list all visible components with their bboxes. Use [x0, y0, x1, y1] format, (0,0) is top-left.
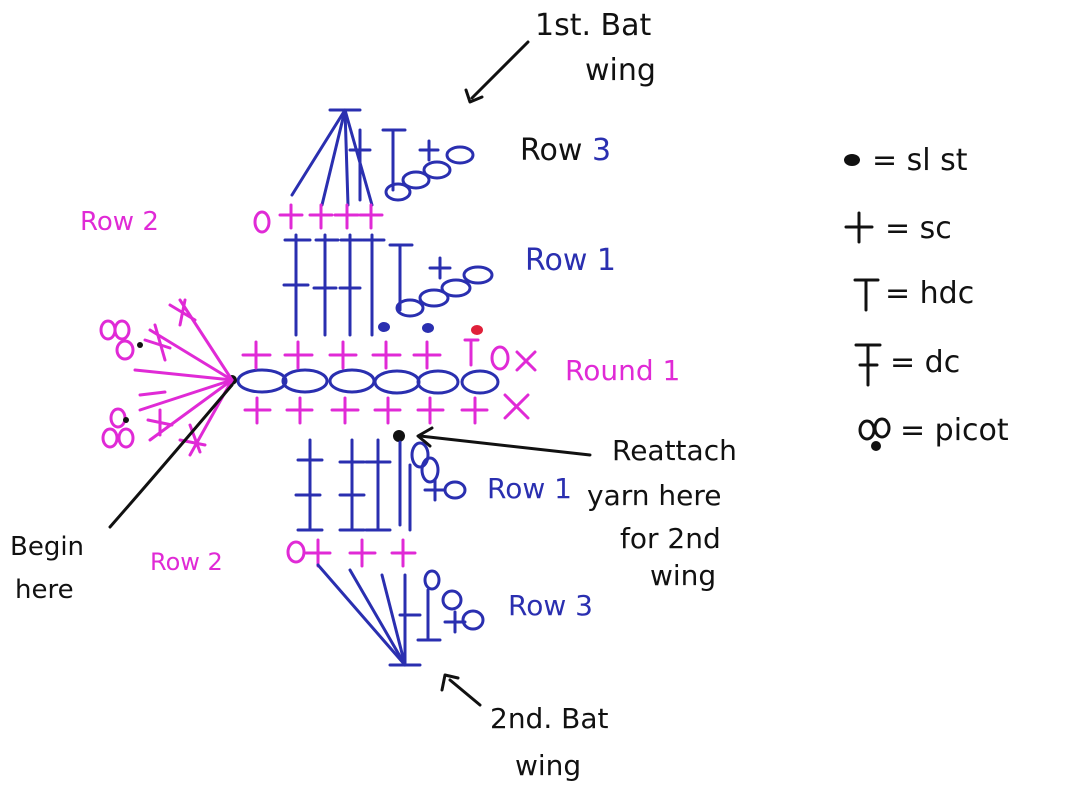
second-wing-line1: 2nd. Bat: [490, 702, 609, 735]
round-1: [99, 298, 537, 457]
legend-dc-text: = dc: [890, 345, 960, 380]
row3-bottom-label: Row 3: [508, 589, 593, 622]
row2-bottom-label: Row 2: [150, 548, 223, 576]
reattach-line2: yarn here: [587, 479, 722, 512]
first-wing-label-line1: 1st. Bat: [535, 8, 652, 43]
legend-sc: = sc: [844, 211, 952, 246]
sc-symbol-icon: [844, 211, 874, 244]
legend-dc: = dc: [854, 343, 960, 387]
dc-symbol-icon: [854, 343, 882, 387]
begin-line2: here: [15, 575, 74, 605]
legend-sl-st-text: = sl st: [872, 143, 968, 178]
picot-symbol-icon: [858, 417, 891, 441]
legend-hdc: = hdc: [853, 276, 974, 312]
reattach-line1: Reattach: [612, 434, 737, 467]
row1-bottom-label: Row 1: [487, 472, 572, 505]
second-wing-annotation: 2nd. Bat wing: [440, 673, 609, 782]
first-wing-annotation: 1st. Bat wing: [464, 8, 656, 104]
begin-annotation: Begin here: [10, 383, 234, 605]
lower-wing: [286, 430, 485, 667]
first-wing-arrow: [470, 40, 530, 100]
legend-picot-text: = picot: [900, 413, 1009, 448]
legend-hdc-text: = hdc: [885, 276, 974, 311]
row2-top-label: Row 2: [80, 207, 159, 237]
hdc-symbol-icon: [853, 278, 880, 312]
sl-st-symbol-icon: [844, 154, 860, 166]
reattach-line4: wing: [650, 559, 716, 592]
row3-top-label: Row 3: [520, 133, 611, 168]
legend-sc-text: = sc: [885, 211, 952, 246]
legend-picot: = picot: [858, 413, 1009, 451]
second-wing-line2: wing: [515, 749, 581, 782]
legend: = sl st = sc = hdc = dc = picot: [844, 143, 1009, 451]
reattach-annotation: Reattach yarn here for 2nd wing: [416, 426, 737, 592]
round1-label: Round 1: [565, 354, 680, 387]
first-wing-label-line2: wing: [585, 53, 656, 88]
reattach-line3: for 2nd: [620, 522, 721, 555]
begin-line1: Begin: [10, 532, 84, 562]
upper-wing: [253, 108, 494, 337]
row1-top-label: Row 1: [525, 243, 616, 278]
legend-sl-st: = sl st: [844, 143, 968, 178]
